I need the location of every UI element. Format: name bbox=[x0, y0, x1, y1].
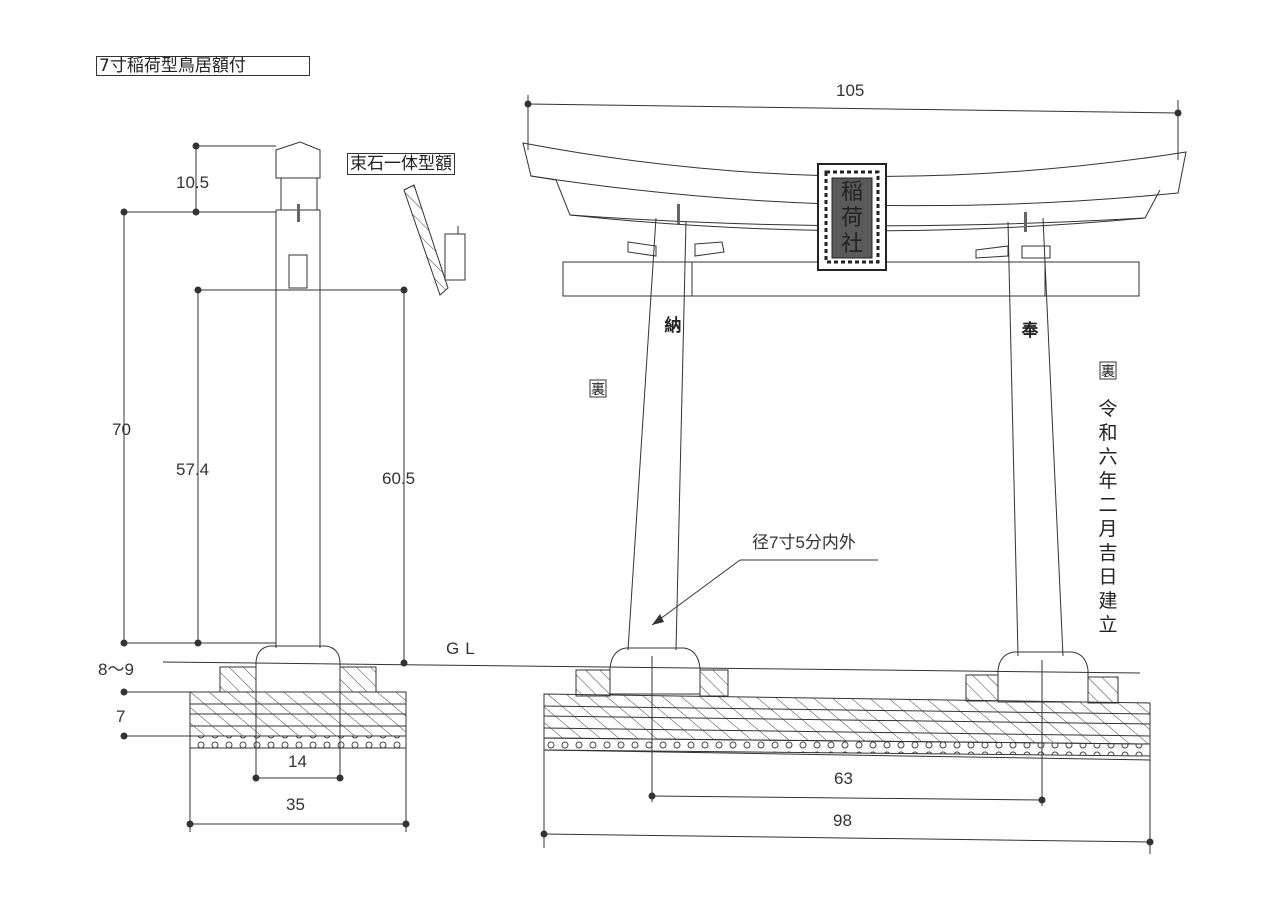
diameter-note: 径7寸5分内外 bbox=[752, 533, 856, 552]
back-mark-left: 裏 bbox=[591, 381, 605, 398]
gl-label: GL bbox=[446, 639, 481, 658]
dim-foundation: 7 bbox=[116, 707, 125, 726]
dim-total-height: 70 bbox=[112, 420, 131, 439]
dim-pillar-span: 63 bbox=[834, 769, 853, 788]
front-view-torii bbox=[522, 142, 1187, 704]
inscription-char: 和 bbox=[1098, 422, 1117, 444]
inscription-char: 六 bbox=[1098, 446, 1117, 468]
front-view-foundation bbox=[543, 656, 1151, 854]
plaque-char-2: 荷 bbox=[841, 206, 863, 231]
dim-base-inner: 14 bbox=[288, 752, 307, 771]
side-dimension-dots bbox=[120, 142, 410, 828]
dim-cap-height: 10.5 bbox=[176, 173, 209, 192]
inscription-char: 吉 bbox=[1098, 542, 1117, 564]
front-dimension-dots bbox=[524, 100, 1182, 846]
dim-base-width: 35 bbox=[286, 795, 305, 814]
date-inscription: 令 和 六 年 二 月 吉 日 建 立 bbox=[1098, 398, 1117, 636]
plaque-side-view bbox=[403, 184, 466, 296]
inscription-char: 立 bbox=[1098, 614, 1117, 636]
dim-top-width: 105 bbox=[836, 81, 864, 100]
side-view-foundation bbox=[189, 666, 407, 832]
inscription-char: 令 bbox=[1098, 398, 1117, 420]
plaque-type-label: 束石一体型額 bbox=[347, 153, 455, 175]
plaque-char-1: 稲 bbox=[841, 180, 863, 205]
dim-beam-height: 60.5 bbox=[382, 469, 415, 488]
dim-inner-height: 57.4 bbox=[176, 460, 209, 479]
dim-ground-width: 98 bbox=[833, 811, 852, 830]
drawing-title: 7寸稲荷型鳥居額付 bbox=[96, 56, 310, 76]
plaque-char-3: 社 bbox=[841, 232, 863, 257]
inscription-char: 二 bbox=[1098, 494, 1117, 516]
inscription-char: 月 bbox=[1098, 518, 1117, 540]
inscription-char: 建 bbox=[1098, 590, 1117, 612]
pillar-right-inscription: 奉 bbox=[1021, 320, 1040, 341]
inscription-char: 年 bbox=[1098, 470, 1117, 492]
back-mark-right: 裏 bbox=[1101, 363, 1115, 380]
side-view-pillar bbox=[255, 141, 341, 693]
pillar-left-inscription: 納 bbox=[665, 315, 682, 336]
dim-embed-depth: 8～9 bbox=[98, 660, 134, 679]
inscription-char: 日 bbox=[1098, 566, 1117, 588]
shrine-plaque bbox=[817, 163, 887, 271]
